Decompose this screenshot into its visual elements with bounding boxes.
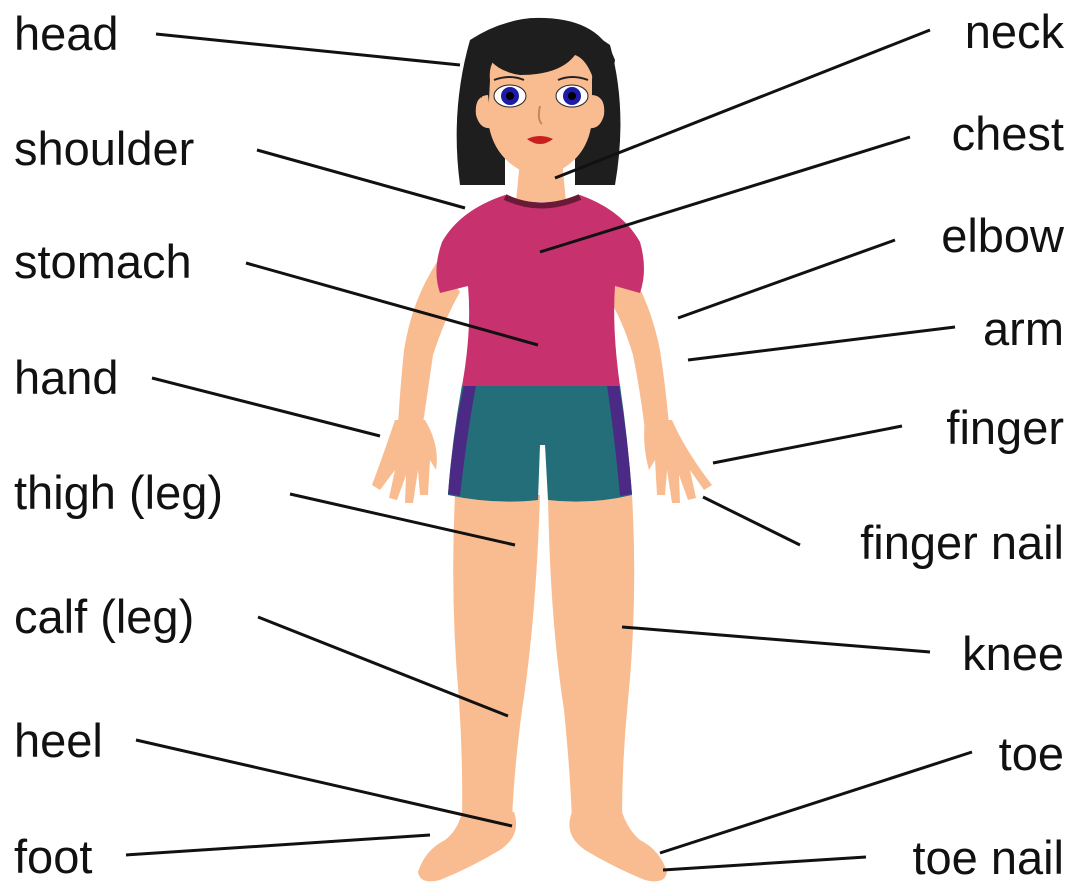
label-stomach: stomach	[14, 238, 192, 285]
eye-left-pupil	[506, 92, 514, 100]
label-heel: heel	[14, 717, 103, 764]
pointer-line-shoulder	[257, 150, 465, 208]
label-foot: foot	[14, 833, 92, 880]
shorts	[448, 385, 632, 502]
pointer-line-finger	[713, 426, 902, 463]
pointer-line-head	[156, 34, 460, 65]
pointer-line-knee	[622, 627, 930, 652]
right-foot	[569, 812, 667, 881]
label-neck: neck	[965, 8, 1064, 55]
label-knee: knee	[962, 630, 1064, 677]
shirt	[436, 195, 644, 386]
right-leg	[548, 495, 634, 820]
right-hand	[644, 420, 712, 503]
label-elbow: elbow	[941, 212, 1064, 259]
label-chest: chest	[952, 110, 1064, 157]
label-head: head	[14, 10, 119, 57]
pointer-line-toe-nail	[663, 857, 866, 870]
pointer-line-hand	[152, 378, 380, 436]
girl-figure	[372, 18, 712, 882]
label-arm: arm	[983, 305, 1064, 352]
eye-right-pupil	[568, 92, 576, 100]
left-leg	[453, 495, 540, 820]
label-toe-nail: toe nail	[912, 834, 1064, 881]
label-thigh: thigh (leg)	[14, 469, 223, 516]
pointer-line-arm	[688, 327, 955, 360]
label-hand: hand	[14, 354, 119, 401]
label-calf: calf (leg)	[14, 593, 194, 640]
left-hand	[372, 420, 437, 503]
label-shoulder: shoulder	[14, 125, 194, 172]
label-finger-nail: finger nail	[860, 519, 1064, 566]
label-finger: finger	[946, 404, 1064, 451]
pointer-line-finger-nail	[703, 497, 800, 545]
pointer-line-elbow	[678, 240, 895, 318]
label-toe: toe	[999, 730, 1064, 777]
pointer-line-heel	[136, 740, 512, 826]
pointer-line-foot	[126, 835, 430, 855]
